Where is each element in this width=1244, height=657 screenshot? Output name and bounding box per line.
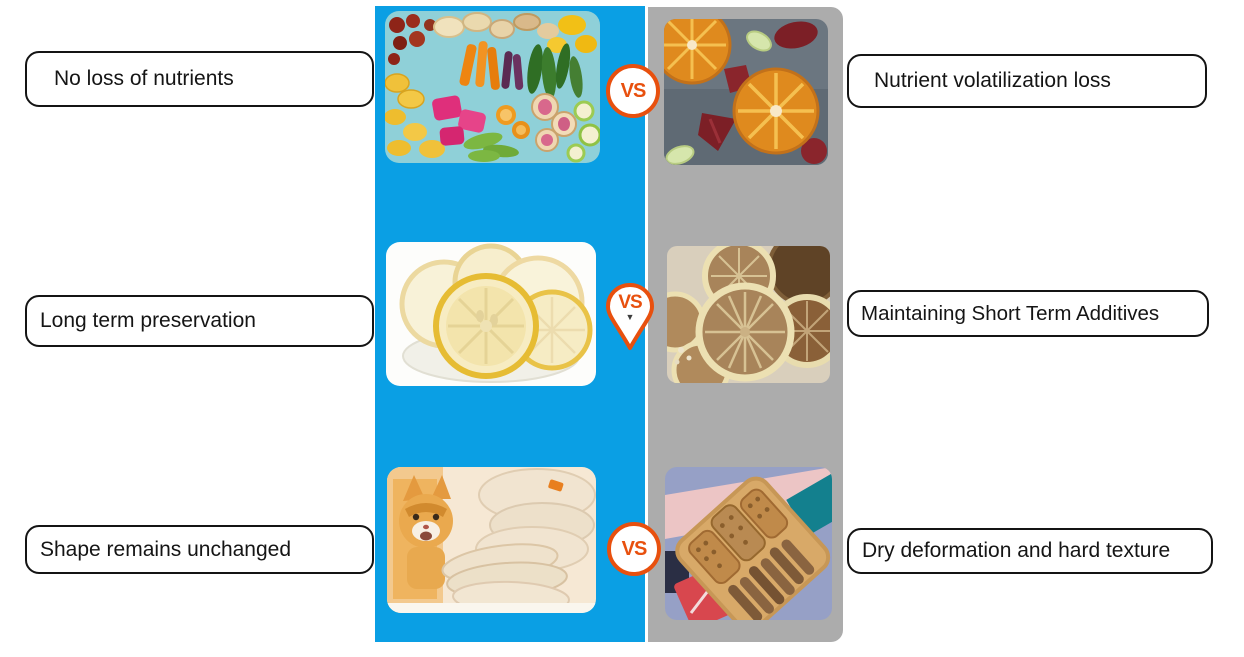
label-shape-remains-unchanged: Shape remains unchanged (25, 525, 374, 574)
photo-freeze-dried-lemon (386, 242, 596, 386)
vs-badge-row1: VS (606, 64, 660, 118)
photo-dried-jerky-tray (665, 467, 832, 620)
vs-text: VS (621, 537, 648, 560)
label-text: Maintaining Short Term Additives (861, 301, 1160, 325)
photo-freeze-dried-mix (385, 11, 600, 163)
dried-orange-illustration (664, 19, 828, 165)
dried-lemon-illustration (667, 246, 830, 383)
pin-shape-icon (606, 283, 654, 350)
freeze-dried-lemon-illustration (386, 242, 596, 386)
label-long-term-preservation: Long term preservation (25, 295, 374, 347)
label-text: Long term preservation (40, 309, 256, 332)
label-text: No loss of nutrients (54, 67, 234, 90)
label-no-loss-of-nutrients: No loss of nutrients (25, 51, 374, 107)
vs-badge-row3: VS (607, 522, 661, 576)
photo-dried-orange-strawberry (664, 19, 828, 165)
dried-jerky-illustration (665, 467, 832, 620)
label-dry-deformation-hard-texture: Dry deformation and hard texture (847, 528, 1213, 574)
freeze-dried-mix-illustration (385, 11, 600, 163)
label-nutrient-volatilization-loss: Nutrient volatilization loss (847, 54, 1207, 108)
label-text: Dry deformation and hard texture (862, 539, 1171, 562)
label-text: Nutrient volatilization loss (874, 69, 1111, 92)
label-text: Shape remains unchanged (40, 537, 292, 561)
photo-cat-freeze-dried-chicken (387, 467, 596, 613)
down-arrow-icon: ▼ (625, 312, 635, 322)
cat-chicken-illustration (387, 467, 596, 613)
photo-browned-dried-lemon (667, 246, 830, 383)
label-maintaining-short-term-additives: Maintaining Short Term Additives (847, 290, 1209, 337)
vs-badge-row2-pin: VS ▼ (604, 282, 656, 352)
vs-text: VS (618, 292, 642, 313)
vs-text: VS (620, 79, 647, 102)
